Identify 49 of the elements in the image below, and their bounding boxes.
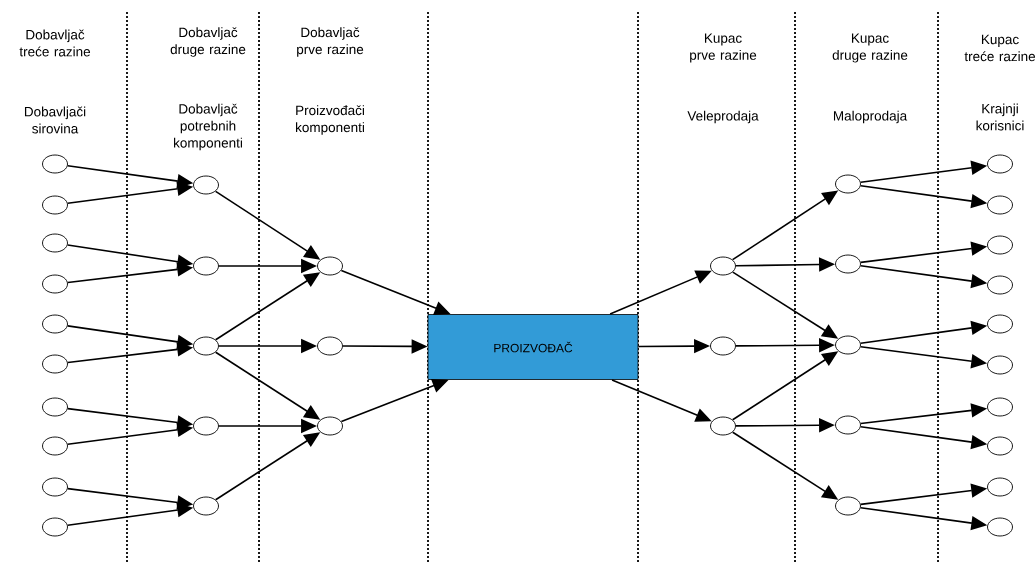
column-heading: Dobavljač prve razine (297, 27, 364, 57)
column-heading: Dobavljač druge razine (170, 27, 246, 57)
circle-node (193, 336, 219, 356)
circle-node (835, 496, 861, 516)
circle-node (42, 354, 68, 374)
column-heading: Veleprodaja (687, 110, 759, 124)
circle-node (193, 416, 219, 436)
circle-node (987, 517, 1013, 537)
circle-node (987, 397, 1013, 417)
column-heading: Kupac druge razine (832, 33, 908, 63)
circle-node (835, 415, 861, 435)
circle-node (193, 175, 219, 195)
column-heading: Dobavljači sirovina (25, 106, 86, 134)
circle-node (42, 195, 68, 215)
circle-node (317, 416, 343, 436)
circle-node (987, 275, 1013, 295)
circle-node (42, 477, 68, 497)
circle-node (193, 256, 219, 276)
circle-node (835, 254, 861, 274)
circle-node (42, 233, 68, 253)
circle-node (835, 174, 861, 194)
circle-node (42, 274, 68, 294)
circle-node (42, 517, 68, 537)
circle-node (987, 235, 1013, 255)
manufacturer-box: PROIZVOĐAČ (427, 314, 639, 380)
circle-node (710, 336, 736, 356)
circle-node (42, 314, 68, 334)
column-heading: Dobavljač treće razine (19, 29, 91, 57)
circle-node (987, 195, 1013, 215)
column-heading: Maloprodaja (833, 110, 908, 124)
circle-node (42, 154, 68, 174)
circle-node (42, 436, 68, 456)
circle-node (987, 154, 1013, 174)
column-heading: Proizvođači komponenti (296, 105, 364, 135)
circle-node (42, 397, 68, 417)
circle-node (835, 335, 861, 355)
circle-node (710, 416, 736, 436)
column-heading: Krajnji korisnici (976, 103, 1024, 131)
circle-node (317, 256, 343, 276)
circle-node (987, 314, 1013, 334)
column-heading: Dobavljač potrebnih komponenti (174, 103, 242, 151)
circle-node (193, 496, 219, 516)
column-heading: Kupac prve razine (690, 33, 757, 63)
circle-node (987, 436, 1013, 456)
circle-node (317, 336, 343, 356)
circle-node (987, 355, 1013, 375)
circle-node (710, 256, 736, 276)
circle-node (987, 477, 1013, 497)
column-heading: Kupac treće razine (964, 34, 1036, 62)
